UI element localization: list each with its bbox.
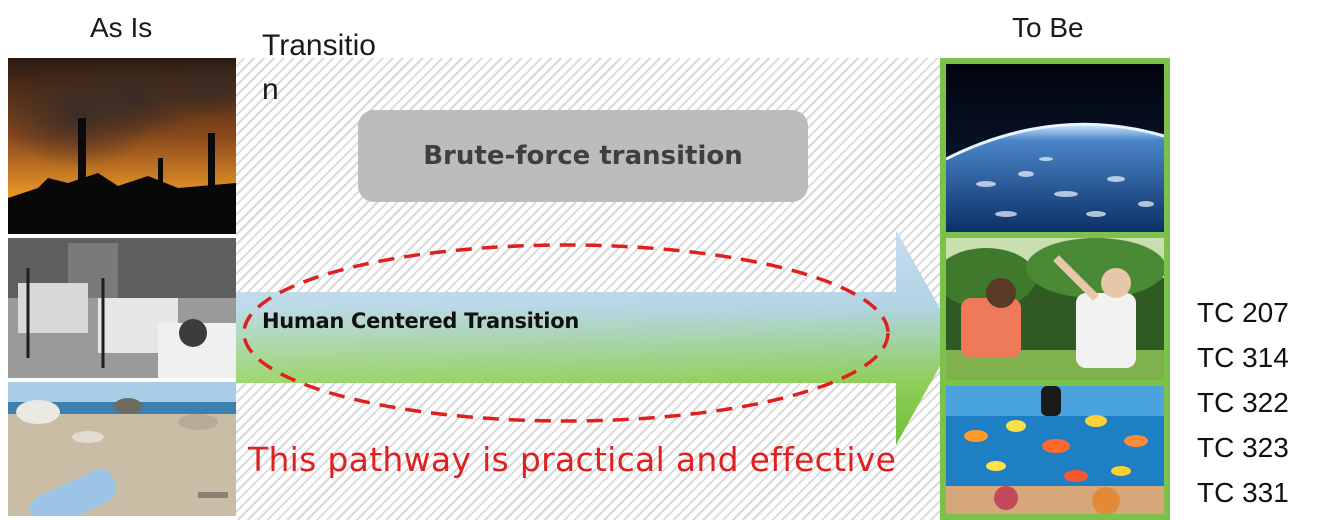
- coral-reef-fish-image: [946, 386, 1164, 514]
- tc-list: TC 207 TC 314 TC 322 TC 323 TC 331: [1197, 290, 1289, 515]
- brute-force-label: Brute-force transition: [423, 141, 743, 171]
- human-centered-arrow: [236, 230, 956, 445]
- dashed-ellipse-highlight: [242, 243, 890, 423]
- as-is-heading: As Is: [90, 12, 153, 43]
- transition-heading-text: Transition: [262, 29, 376, 106]
- hospital-ward-image: [8, 238, 236, 378]
- tc-item: TC 207: [1197, 297, 1289, 328]
- tc-item: TC 331: [1197, 477, 1289, 508]
- tc-item: TC 323: [1197, 432, 1289, 463]
- to-be-heading: To Be: [1012, 12, 1084, 43]
- littered-beach-image: [8, 382, 236, 516]
- transition-heading: Transition: [262, 24, 382, 112]
- arrow-sheen: [236, 292, 896, 383]
- human-centered-transition-label: Human Centered Transition: [262, 309, 579, 333]
- pathway-annotation: This pathway is practical and effective: [248, 440, 897, 479]
- earth-from-space-image: [946, 64, 1164, 232]
- factory-smoke-image: [8, 58, 236, 234]
- tc-item: TC 322: [1197, 387, 1289, 418]
- brute-force-transition-box: Brute-force transition: [358, 110, 808, 202]
- people-stretching-image: [946, 238, 1164, 380]
- tc-item: TC 314: [1197, 342, 1289, 373]
